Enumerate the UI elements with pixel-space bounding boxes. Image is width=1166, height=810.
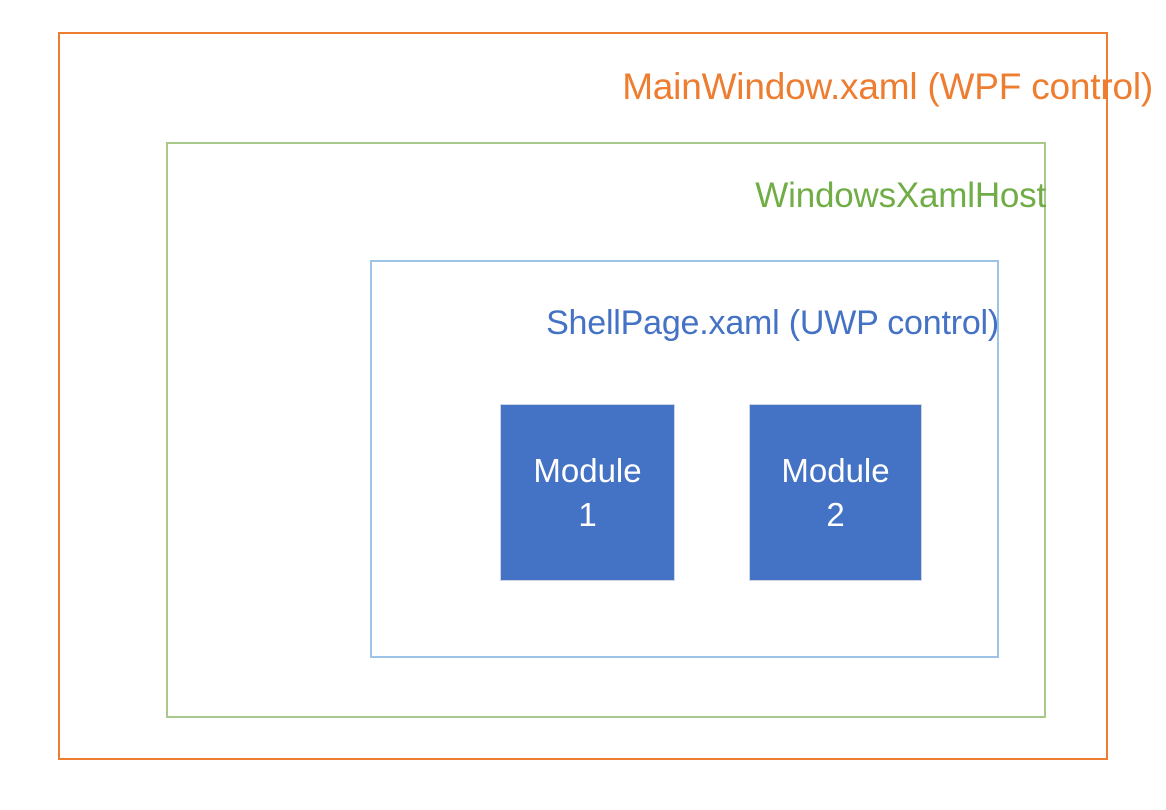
module-2-label: Module 2 <box>781 451 890 533</box>
module-box-1: Module 1 <box>500 404 675 581</box>
mainwindow-container <box>58 32 1108 760</box>
shellpage-container <box>370 260 999 658</box>
windowsxamlhost-container <box>166 142 1046 718</box>
mainwindow-label: MainWindow.xaml (WPF control) <box>622 66 1153 107</box>
shellpage-label: ShellPage.xaml (UWP control) <box>546 304 999 342</box>
module-box-2: Module 2 <box>749 404 922 581</box>
windowsxamlhost-label: WindowsXamlHost <box>755 176 1046 215</box>
module-1-label: Module 1 <box>533 451 642 533</box>
